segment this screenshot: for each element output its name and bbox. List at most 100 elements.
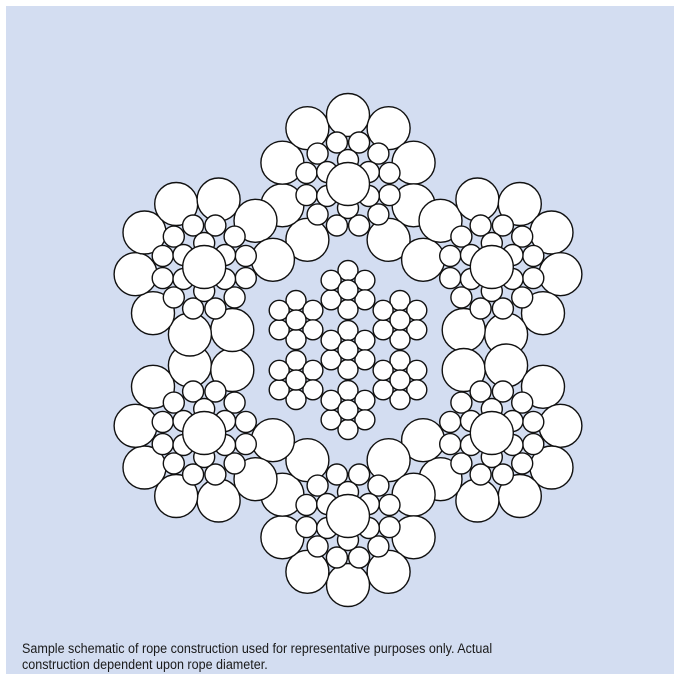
strand-outer-wire [285, 105, 330, 151]
strand-outer-wire [497, 181, 542, 227]
strand-middle-wire [511, 452, 534, 475]
strand-outer-wire [250, 418, 296, 463]
strand-middle-wire [162, 225, 186, 248]
strand-middle-wire [367, 203, 390, 226]
strand-middle-wire [469, 214, 492, 237]
strand-middle-wire [151, 410, 174, 434]
strand-middle-wire [162, 452, 186, 475]
core-ring-wire [372, 359, 394, 381]
core-center-wire [337, 279, 359, 301]
figure-caption: Sample schematic of rope construction us… [22, 641, 617, 673]
core-ring-wire [268, 299, 290, 321]
outer-strand [260, 92, 436, 263]
strand-middle-wire [347, 463, 371, 486]
core-strand [320, 319, 376, 381]
strand-middle-wire [181, 463, 205, 486]
outer-strand [113, 343, 296, 523]
strand-outer-wire [250, 237, 296, 282]
strand-middle-wire [234, 410, 258, 434]
strand-outer-wire [113, 252, 158, 297]
core-center-wire [285, 369, 307, 391]
strand-middle-wire [325, 546, 349, 569]
strand-middle-wire [491, 463, 515, 486]
strand-middle-wire [181, 380, 205, 403]
strand-center-wire [469, 410, 514, 456]
strand-middle-wire [511, 225, 534, 248]
core-ring-wire [302, 379, 324, 401]
strand-middle-wire [151, 432, 174, 456]
strand-middle-wire [450, 225, 473, 248]
strand-middle-wire [491, 297, 515, 320]
core-strand [320, 259, 376, 321]
strand-middle-wire [181, 214, 205, 237]
strand-middle-wire [306, 203, 329, 226]
strand-outer-wire [196, 177, 241, 222]
strand-middle-wire [151, 266, 174, 290]
strand-outer-wire [167, 312, 213, 357]
strand-middle-wire [223, 286, 246, 309]
strand-center-wire [325, 493, 371, 539]
strand-center-wire [469, 244, 514, 290]
strand-center-wire [325, 161, 371, 207]
strand-outer-wire [233, 198, 278, 244]
strand-middle-wire [295, 493, 318, 517]
strand-outer-wire [196, 478, 241, 523]
core-center-wire [389, 309, 411, 331]
strand-middle-wire [325, 131, 349, 154]
rope-cross-section [113, 92, 583, 608]
strand-middle-wire [439, 432, 462, 456]
core-ring-wire [406, 379, 428, 401]
core-ring-wire [320, 389, 342, 411]
strand-middle-wire [367, 474, 390, 497]
strand-outer-wire [325, 562, 371, 608]
figure-panel: Sample schematic of rope construction us… [6, 6, 674, 674]
strand-middle-wire [204, 214, 227, 237]
strand-middle-wire [439, 266, 462, 290]
strand-outer-wire [538, 403, 583, 448]
strand-middle-wire [151, 244, 174, 268]
outer-strand [400, 343, 583, 523]
core-center-wire [389, 369, 411, 391]
strand-middle-wire [522, 410, 545, 434]
core-center-wire [337, 339, 359, 361]
core-ring-wire [268, 359, 290, 381]
strand-center-wire [181, 410, 227, 456]
core-strand [320, 379, 376, 441]
core-ring-wire [354, 289, 376, 311]
strand-middle-wire [306, 474, 329, 497]
strand-outer-wire [455, 177, 500, 222]
core-strand [268, 289, 324, 351]
strand-middle-wire [162, 286, 186, 309]
strand-middle-wire [367, 535, 390, 558]
core-strand [268, 349, 324, 411]
strand-middle-wire [181, 297, 205, 320]
strand-middle-wire [306, 142, 329, 165]
strand-middle-wire [204, 463, 227, 486]
strand-middle-wire [522, 266, 545, 290]
strand-middle-wire [295, 161, 318, 185]
core-ring-wire [320, 269, 342, 291]
strand-middle-wire [439, 244, 462, 268]
strand-middle-wire [491, 214, 515, 237]
strand-middle-wire [234, 266, 258, 290]
strand-middle-wire [306, 535, 329, 558]
strand-middle-wire [234, 244, 258, 268]
strand-middle-wire [347, 214, 371, 237]
strand-middle-wire [491, 380, 515, 403]
strand-outer-wire [130, 291, 176, 336]
core-ring-wire [354, 409, 376, 431]
strand-middle-wire [378, 493, 401, 517]
caption-line-1: Sample schematic of rope construction us… [22, 641, 493, 656]
strand-middle-wire [367, 142, 390, 165]
core-center-wire [337, 399, 359, 421]
core-ring-wire [320, 329, 342, 351]
strand-outer-wire [400, 237, 446, 282]
strand-middle-wire [469, 297, 492, 320]
strand-middle-wire [234, 432, 258, 456]
strand-outer-wire [538, 252, 583, 297]
strand-middle-wire [295, 515, 318, 539]
core-strand [372, 349, 428, 411]
strand-outer-wire [418, 198, 463, 244]
strand-middle-wire [204, 297, 227, 320]
strand-middle-wire [223, 391, 246, 414]
